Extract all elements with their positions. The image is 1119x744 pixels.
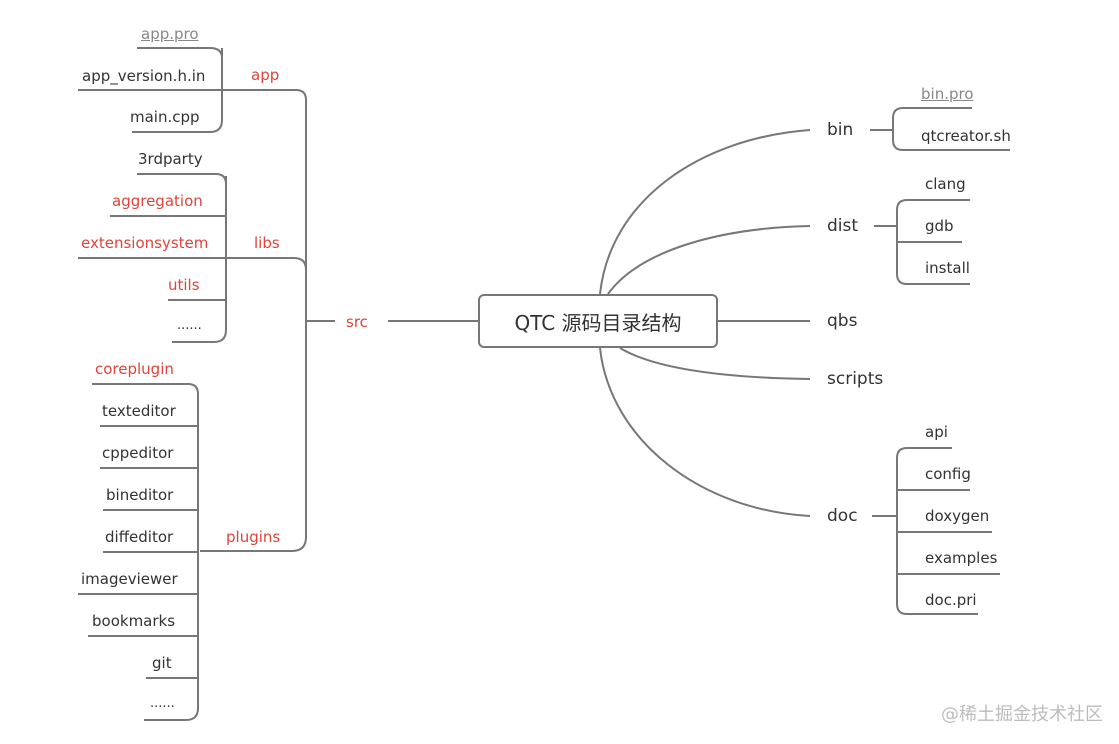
node-libs[interactable]: libs [254,234,280,252]
root-node[interactable]: QTC 源码目录结构 [478,294,718,348]
leaf-aggregation[interactable]: aggregation [112,192,203,210]
leaf-doxygen[interactable]: doxygen [925,507,990,525]
leaf-git[interactable]: git [152,654,172,672]
connector-app [78,47,296,133]
leaf-install[interactable]: install [925,259,970,277]
connector-libs [78,173,294,343]
watermark: @稀土掘金技术社区 [941,704,1103,725]
node-plugins[interactable]: plugins [226,528,281,546]
leaf-doc-pri[interactable]: doc.pri [925,591,977,609]
leaf-api[interactable]: api [925,423,948,441]
node-dist[interactable]: dist [827,216,859,236]
leaf-utils[interactable]: utils [168,276,200,294]
connector-doc [872,447,1000,615]
leaf-clang[interactable]: clang [925,175,966,193]
leaf-libs-more[interactable]: ...... [177,318,202,333]
leaf-cppeditor[interactable]: cppeditor [102,444,174,462]
leaf-config[interactable]: config [925,465,971,483]
connector-root-bin [599,129,811,295]
leaf-app-version[interactable]: app_version.h.in [82,67,206,85]
connector-root-doc [599,347,811,517]
leaf-bineditor[interactable]: bineditor [106,486,174,504]
leaf-imageviewer[interactable]: imageviewer [81,570,178,588]
connector-bin [870,107,1010,151]
leaf-diffeditor[interactable]: diffeditor [105,528,174,546]
leaf-qtcreator-sh[interactable]: qtcreator.sh [921,127,1011,145]
node-qbs[interactable]: qbs [827,311,858,331]
leaf-app-pro[interactable]: app.pro [141,25,199,43]
connector-plugins [78,383,292,721]
leaf-main-cpp[interactable]: main.cpp [130,108,200,126]
leaf-bookmarks[interactable]: bookmarks [92,612,176,630]
leaf-gdb[interactable]: gdb [925,217,954,235]
leaf-3rdparty[interactable]: 3rdparty [138,150,203,168]
node-doc[interactable]: doc [827,506,858,526]
node-bin[interactable]: bin [827,120,854,140]
connector-dist [874,199,970,285]
node-app[interactable]: app [251,66,280,84]
node-scripts[interactable]: scripts [827,369,884,389]
leaf-bin-pro[interactable]: bin.pro [921,85,974,103]
leaf-texteditor[interactable]: texteditor [102,402,176,420]
connector-root-dist [607,225,811,295]
leaf-examples[interactable]: examples [925,549,998,567]
leaf-coreplugin[interactable]: coreplugin [95,360,174,378]
leaf-plugins-more[interactable]: ...... [150,696,175,711]
connector-src-trunk [291,89,335,552]
connector-root-scripts [619,347,811,380]
leaf-extensionsystem[interactable]: extensionsystem [81,234,209,252]
node-src[interactable]: src [346,313,368,331]
